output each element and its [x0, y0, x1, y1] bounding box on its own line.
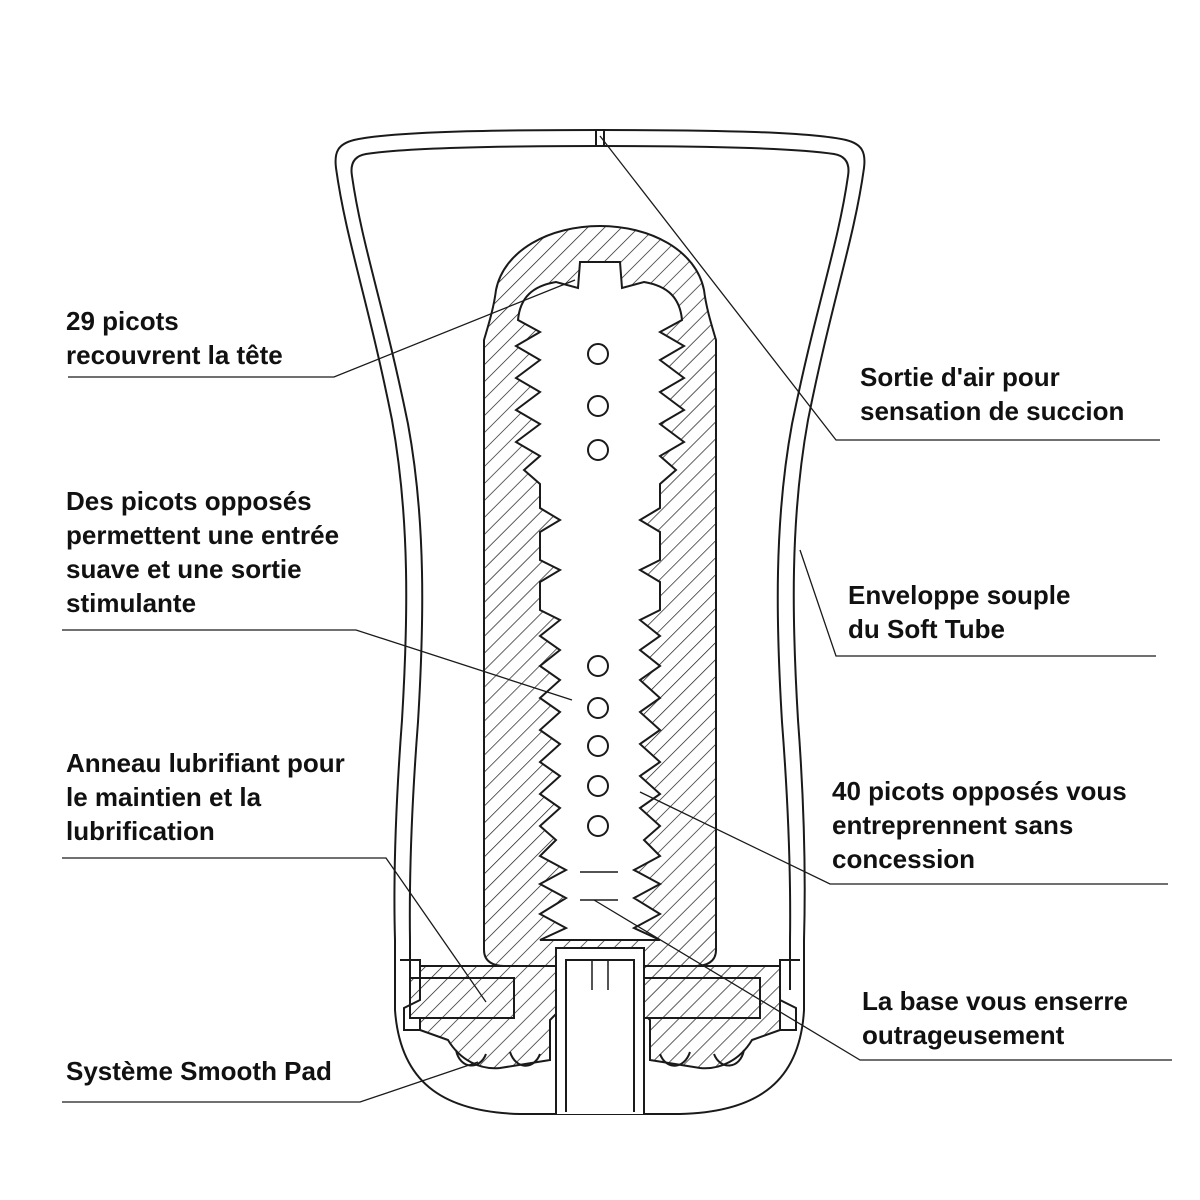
leader-smooth-pad	[62, 1061, 479, 1103]
leader-forty-nubs	[639, 791, 1168, 885]
leader-opposed-nubs	[62, 629, 573, 701]
leader-base-grip	[593, 899, 1172, 1061]
leader-air-outlet	[599, 135, 1160, 441]
label-smooth-pad: Système Smooth Pad	[66, 1056, 332, 1086]
leader-lines	[62, 135, 1172, 1103]
lube-ring-left	[409, 977, 515, 1019]
base-assembly	[400, 947, 800, 1114]
leader-soft-shell	[799, 549, 1156, 657]
lube-ring-right	[629, 977, 761, 1019]
leader-head-nubs	[68, 279, 576, 378]
leader-lube-ring	[62, 857, 487, 1003]
inner-sleeve	[483, 224, 717, 967]
